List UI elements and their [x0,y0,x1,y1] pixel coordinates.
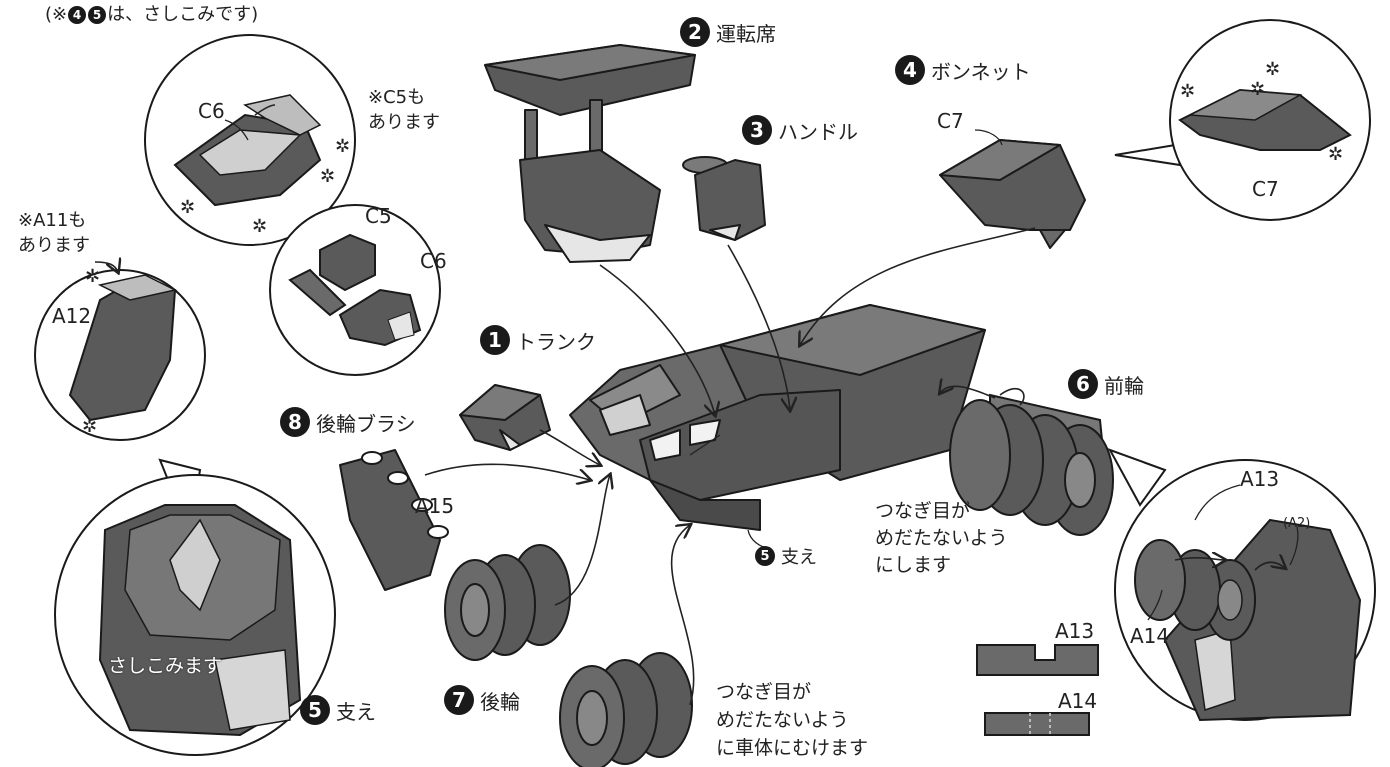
step-label: 後輪ブラシ [316,411,416,436]
part-label-c6-bottom: C6 [420,249,447,273]
rear-brush-part [339,449,449,591]
step-number-badge: 2 [680,17,710,47]
zoom-circle-c5-c6 [269,204,441,376]
svg-text:✲: ✲ [1265,59,1280,80]
svg-text:✲: ✲ [1180,81,1195,102]
step-8-rear-brush: 8 後輪ブラシ [280,407,416,437]
note-insert: さしこみます [108,655,223,677]
zoom-circle-c7: ✲ ✲ ✲ ✲ [1114,19,1371,221]
step-5-stand: 5 支え [300,695,376,725]
note-line: あります [368,112,440,133]
svg-text:✲: ✲ [1328,144,1343,165]
note-line: にします [875,554,952,576]
part-label-c5: C5 [365,204,392,228]
note-line: めだたないよう [716,709,849,731]
step-6-front-wheel: 6 前輪 [1068,369,1144,399]
rear-wheel-upper [444,544,571,661]
svg-text:✲: ✲ [1250,79,1265,100]
part-label-c6-top: C6 [198,99,225,123]
svg-text:✲: ✲ [82,416,97,437]
assembly-arrows [94,104,1285,706]
step-number-badge: 4 [895,55,925,85]
step-label: 後輪 [480,689,520,714]
step-number-badge: 8 [280,407,310,437]
vehicle-body [569,304,986,531]
inline-step-badge-4: 4 [68,6,87,24]
step-label: ハンドル [778,119,858,144]
bonnet-part [939,139,1086,249]
step-label: 前輪 [1104,373,1144,398]
step-7-rear-wheel: 7 後輪 [444,685,520,715]
zoom-circle-c6: ✲ ✲ ✲ ✲ [144,34,356,246]
step-label: トランク [516,329,596,354]
step-label: 支え [336,699,376,724]
note-line: つなぎ目が [716,681,812,703]
step-number-badge: 5 [300,695,330,725]
sub-step-5-stand: 5 支え [755,543,817,569]
step-3-handle: 3 ハンドル [742,115,858,145]
step-label: 支え [781,547,817,568]
a14-flat-part [984,712,1090,736]
step-number-badge: 3 [742,115,772,145]
driver-seat-part [484,44,696,263]
svg-text:✲: ✲ [320,166,335,187]
note-a11-also: ※A11も あります [18,208,90,258]
part-label-c7-zoom: C7 [1252,177,1279,201]
zoom-circle-stand [54,474,336,756]
part-label-a14-zoom: A14 [1130,624,1170,648]
part-label-a14: A14 [1058,689,1098,713]
note-line: ※C5も [368,87,426,108]
step-1-trunk: 1 トランク [480,325,596,355]
intro-note-suffix: は、さしこみです) [107,4,259,25]
note-c5-also: ※C5も あります [368,85,440,135]
part-label-c7: C7 [937,109,964,133]
part-label-a13-zoom: A13 [1240,467,1280,491]
step-number-badge: 7 [444,685,474,715]
step-4-bonnet: 4 ボンネット [895,55,1031,85]
step-2-seat: 2 運転席 [680,17,776,47]
svg-text:✲: ✲ [180,197,195,218]
svg-text:✲: ✲ [85,266,100,287]
inline-step-badge-5: 5 [88,6,107,24]
part-label-a2: (A2) [1283,516,1311,531]
step-number-badge: 5 [755,546,775,566]
note-seam-front: つなぎ目が めだたないよう にします [875,498,1008,579]
step-number-badge: 6 [1068,369,1098,399]
front-wheel [949,393,1114,536]
note-line: に車体にむけます [716,737,869,759]
a13-flat-part [976,644,1099,676]
note-line: つなぎ目が [875,500,971,522]
note-line: めだたないよう [875,527,1008,549]
note-line: あります [18,235,90,256]
part-label-a12: A12 [52,304,92,328]
step-label: 運転席 [716,21,776,46]
note-line: ※A11も [18,210,87,231]
part-label-a15: A15 [415,494,455,518]
svg-text:✲: ✲ [335,136,350,157]
zoom-circle-a13-a14 [1107,448,1376,722]
part-label-a13: A13 [1055,619,1095,643]
note-seam-rear: つなぎ目が めだたないよう に車体にむけます [716,678,868,762]
svg-text:✲: ✲ [252,216,267,237]
step-label: ボンネット [931,59,1031,84]
step-number-badge: 1 [480,325,510,355]
rear-wheel-lower [559,652,693,767]
trunk-part [459,384,551,451]
intro-note-prefix: (※ [45,4,68,25]
handle-part [682,156,766,241]
